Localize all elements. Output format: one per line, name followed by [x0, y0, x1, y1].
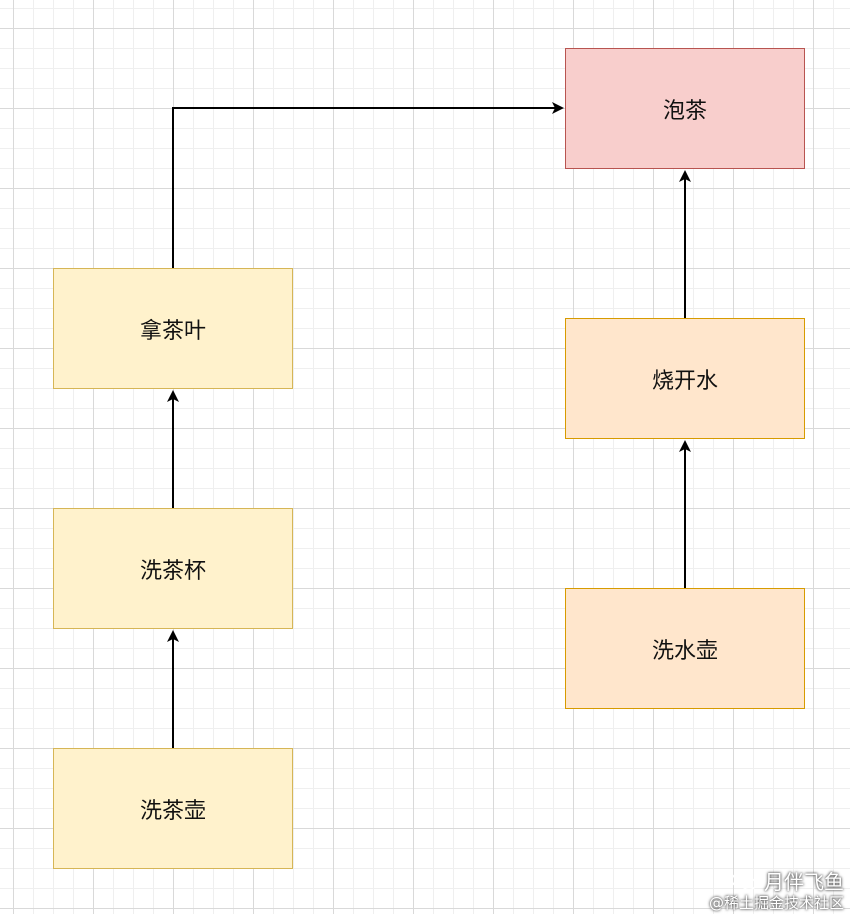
node-pao-cha-label: 泡茶 — [662, 98, 707, 124]
node-shao-kai-shui-label: 烧开水 — [651, 368, 718, 394]
node-xi-cha-hu-label: 洗茶壶 — [139, 798, 206, 824]
watermark: 月伴飞鱼 @稀土掘金技术社区 — [709, 870, 844, 912]
watermark-account-row: 月伴飞鱼 — [709, 870, 844, 894]
node-na-cha-ye[interactable]: 拿茶叶 — [53, 268, 293, 389]
node-pao-cha[interactable]: 泡茶 — [565, 48, 805, 169]
node-xi-cha-bei[interactable]: 洗茶杯 — [53, 508, 293, 629]
wechat-icon — [731, 872, 757, 891]
node-xi-shui-hu[interactable]: 洗水壶 — [565, 588, 805, 709]
node-xi-cha-hu[interactable]: 洗茶壶 — [53, 748, 293, 869]
node-xi-shui-hu-label: 洗水壶 — [651, 638, 718, 664]
watermark-account: 月伴飞鱼 — [764, 870, 844, 894]
edge-na-cha-ye-to-pao-cha — [172, 102, 564, 268]
node-xi-cha-bei-label: 洗茶杯 — [139, 558, 206, 584]
node-na-cha-ye-label: 拿茶叶 — [139, 318, 206, 344]
node-shao-kai-shui[interactable]: 烧开水 — [565, 318, 805, 439]
watermark-site: @稀土掘金技术社区 — [708, 894, 844, 912]
